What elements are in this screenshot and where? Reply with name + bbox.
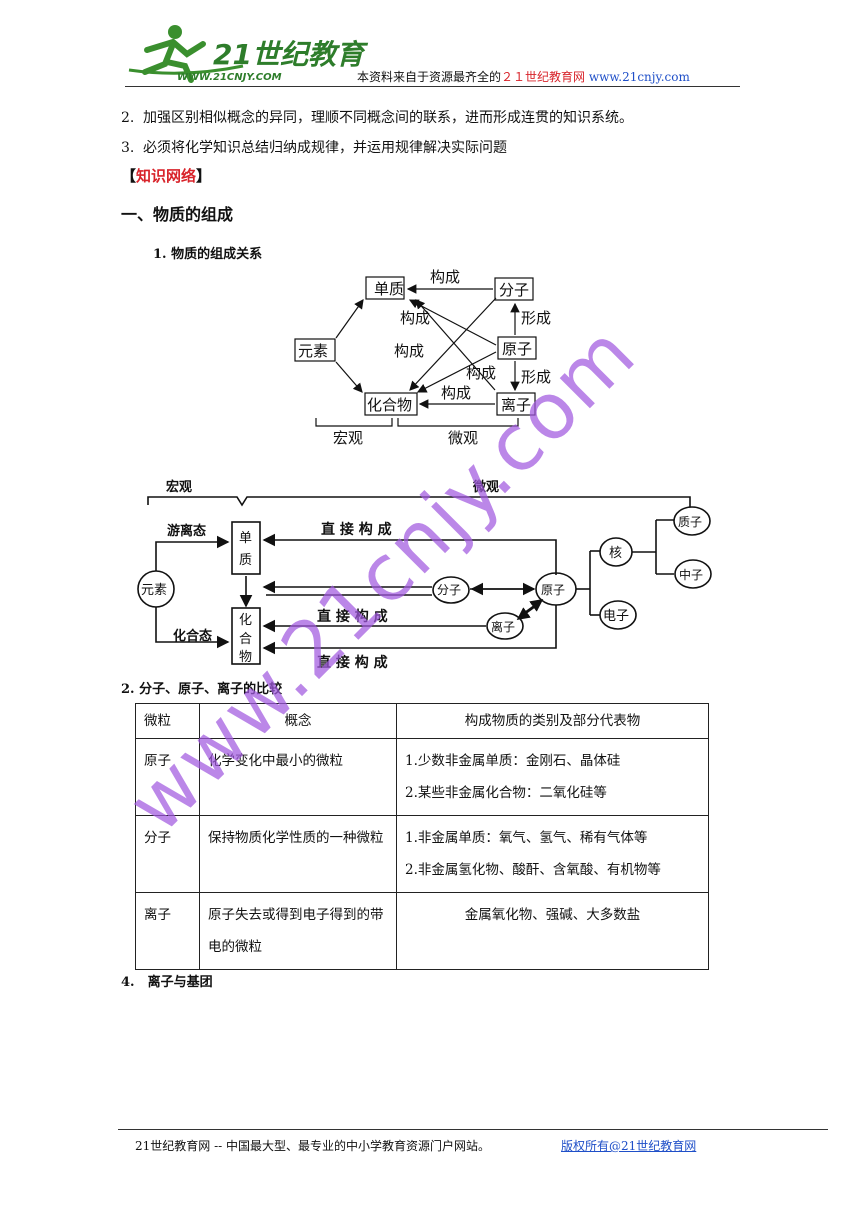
label-yuansu: 元素 <box>298 342 328 360</box>
bracket-open: 【 <box>121 167 137 185</box>
label-danzhi: 单质 <box>374 280 404 298</box>
top-label-hongguan: 宏观 <box>166 479 192 495</box>
top-label-weiguan: 微观 <box>472 479 499 495</box>
header-source-prefix: 本资料来自于资源最齐全的 <box>357 70 502 84</box>
svg-text:WWW.21CNJY.COM: WWW.21CNJY.COM <box>177 72 282 83</box>
node-fenzi: 分子 <box>437 583 461 597</box>
bracket-label-hongguan: 宏观 <box>333 429 363 447</box>
node-zhizi: 质子 <box>678 515 702 529</box>
table-row: 离子 原子失去或得到电子得到的带电的微粒 金属氧化物、强碱、大多数盐 <box>135 892 709 970</box>
table-header-cell: 概念 <box>199 703 397 739</box>
footer-divider <box>118 1129 828 1130</box>
table-row: 分子 保持物质化学性质的一种微粒 1.非金属单质：氧气、氢气、稀有气体等 2.非… <box>135 815 709 893</box>
example-line: 金属氧化物、强碱、大多数盐 <box>464 907 641 923</box>
label-huahewu: 化合物 <box>367 396 412 414</box>
table-header-row: 微粒 概念 构成物质的类别及部分代表物 <box>135 703 709 739</box>
example-line: 1.非金属单质：氧气、氢气、稀有气体等 <box>405 830 648 846</box>
node-dianzi: 电子 <box>603 609 629 624</box>
table-cell-particle: 分子 <box>135 815 200 893</box>
section-tag-label: 知识网络 <box>136 167 197 185</box>
box-yuansu <box>294 338 336 362</box>
subsection-title: 4. 离子与基团 <box>121 975 213 990</box>
table-header-cell: 微粒 <box>135 703 200 739</box>
example-line: 2.非金属氢化物、酸酐、含氧酸、有机物等 <box>405 862 661 878</box>
section-tag: 【知识网络】 <box>121 165 211 186</box>
table-cell-examples: 1.少数非金属单质：金刚石、晶体硅 2.某些非金属化合物：二氧化硅等 <box>396 738 709 816</box>
box-huahewu-char: 物 <box>239 650 252 665</box>
node-yuanzi: 原子 <box>541 583 565 597</box>
table-cell-particle: 离子 <box>135 892 200 970</box>
label-youli: 游离态 <box>167 523 206 539</box>
particle-comparison-table: 微粒 概念 构成物质的类别及部分代表物 原子 化学变化中最小的微粒 1.少数非金… <box>135 703 709 970</box>
header-source-line: 本资料来自于资源最齐全的２１世纪教育网 www.21cnjy.com <box>357 68 690 85</box>
header-divider <box>125 86 740 87</box>
bracket-weiguan <box>397 418 519 427</box>
objective-text: 必须将化学知识总结归纳成规律，并运用规律解决实际问题 <box>143 140 507 156</box>
table-cell-examples: 金属氧化物、强碱、大多数盐 <box>396 892 709 970</box>
box-danzhi-char: 质 <box>239 553 252 568</box>
edge-gou-3: 构成 <box>394 342 424 360</box>
footer-text: 21世纪教育网 -- 中国最大型、最专业的中小学教育资源门户网站。 <box>135 1139 491 1153</box>
edge-xing-1: 形成 <box>521 309 551 327</box>
table-row: 原子 化学变化中最小的微粒 1.少数非金属单质：金刚石、晶体硅 2.某些非金属化… <box>135 738 709 816</box>
bracket-hongguan <box>315 418 393 427</box>
header-brand: ２１世纪教育网 <box>501 70 586 84</box>
label-fenzi: 分子 <box>499 281 529 299</box>
objective-item: 3. 必须将化学知识总结归纳成规律，并运用规律解决实际问题 <box>121 137 507 157</box>
bracket-close: 】 <box>196 167 212 185</box>
node-lizi: 离子 <box>491 619 515 634</box>
box-yuanzi <box>497 336 537 360</box>
box-danzhi-char: 单 <box>239 531 252 546</box>
node-zhongzi: 中子 <box>679 567 703 582</box>
runner-logo-icon: 21世纪教育 WWW.21CNJY.COM <box>128 25 369 83</box>
edge-xing-2: 形成 <box>521 368 551 386</box>
box-fenzi <box>494 277 534 301</box>
label-yuanzi: 原子 <box>502 340 532 358</box>
label-direct-3: 直 接 构 成 <box>317 654 388 671</box>
example-line: 1.少数非金属单质：金刚石、晶体硅 <box>405 753 621 769</box>
node-yuansu: 元素 <box>141 583 167 598</box>
edge-gou-5: 构成 <box>441 384 471 402</box>
objective-item: 2. 加强区别相似概念的异同，理顺不同概念间的联系，进而形成连贯的知识系统。 <box>121 107 633 127</box>
box-lizi <box>496 392 536 416</box>
subsection-title: 2. 分子、原子、离子的比较 <box>121 682 283 697</box>
box-huahewu-char: 化 <box>239 613 252 628</box>
subsection-title: 1. 物质的组成关系 <box>153 247 263 262</box>
label-direct-2: 直 接 构 成 <box>317 608 388 625</box>
composition-diagram: 单质 分子 元素 原子 化合物 离子 构成 构成 构成 构成 构成 形成 形成 … <box>294 268 551 447</box>
objective-number: 3. <box>121 140 135 156</box>
section-title: 一、物质的组成 <box>121 205 234 224</box>
header-url-link[interactable]: www.21cnjy.com <box>588 70 690 84</box>
edge-gou-4: 构成 <box>466 364 496 382</box>
table-cell-concept: 原子失去或得到电子得到的带电的微粒 <box>199 892 397 970</box>
label-direct-1: 直 接 构 成 <box>321 521 392 538</box>
edge-gou-2: 构成 <box>400 309 430 327</box>
table-cell-examples: 1.非金属单质：氧气、氢气、稀有气体等 2.非金属氢化物、酸酐、含氧酸、有机物等 <box>396 815 709 893</box>
table-header-cell: 构成物质的类别及部分代表物 <box>396 703 709 739</box>
table-cell-concept: 化学变化中最小的微粒 <box>199 738 397 816</box>
label-lizi: 离子 <box>501 396 531 414</box>
edge-gou-1: 构成 <box>430 268 460 286</box>
label-huahe: 化合态 <box>173 628 212 644</box>
box-huahewu <box>364 392 418 416</box>
footer-copyright-link[interactable]: 版权所有@21世纪教育网 <box>561 1139 697 1153</box>
box-huahewu-char: 合 <box>239 632 252 647</box>
table-cell-concept: 保持物质化学性质的一种微粒 <box>199 815 397 893</box>
node-he: 核 <box>609 546 622 561</box>
site-logo: 21世纪教育 WWW.21CNJY.COM <box>125 20 369 84</box>
svg-text:21世纪教育: 21世纪教育 <box>213 38 369 71</box>
objective-number: 2. <box>121 110 135 126</box>
objective-text: 加强区别相似概念的异同，理顺不同概念间的联系，进而形成连贯的知识系统。 <box>143 110 633 126</box>
example-line: 2.某些非金属化合物：二氧化硅等 <box>405 785 607 801</box>
box-danzhi <box>365 276 405 300</box>
bracket-label-weiguan: 微观 <box>448 429 478 447</box>
composition-flow-diagram: 宏观 微观 元素 游离态 化合态 单 质 化 合 物 分子 原子 离子 核 电子… <box>137 479 712 671</box>
